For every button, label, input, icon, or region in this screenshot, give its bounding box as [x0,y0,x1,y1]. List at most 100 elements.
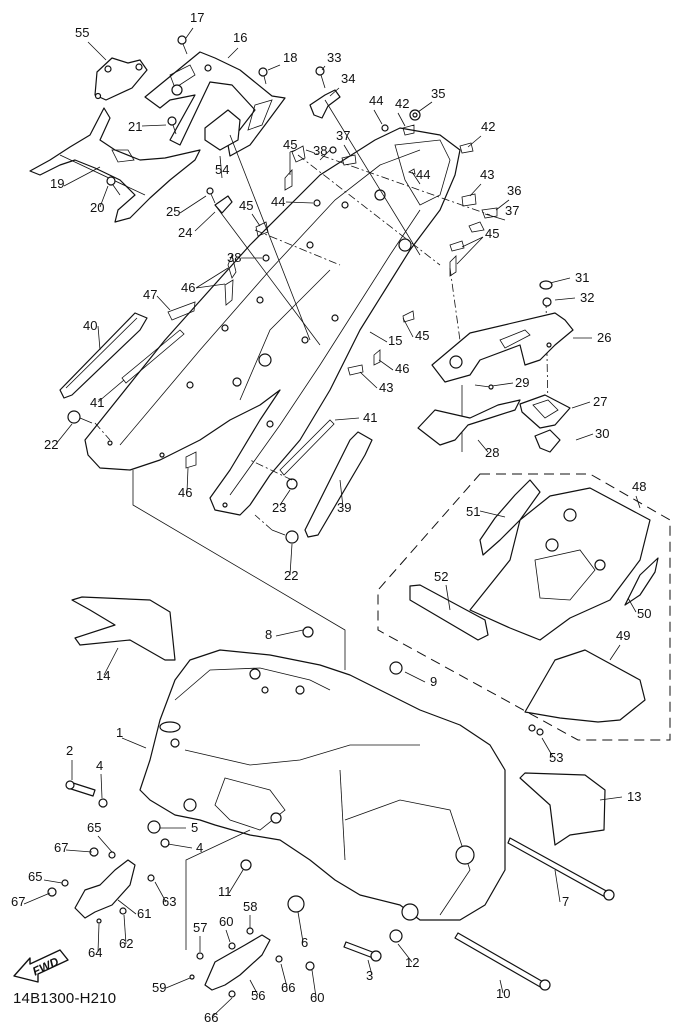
part-55-bracket [94,57,148,101]
callout-41: 41 [90,395,104,410]
part-49-cover [524,649,646,723]
callout-44: 44 [416,167,430,182]
callout-62: 62 [119,936,133,951]
engine-mount-bolts [65,626,615,991]
callout-67: 67 [54,840,68,855]
callout-50: 50 [637,606,651,621]
callout-39: 39 [337,500,351,515]
callout-49: 49 [616,628,630,643]
part-22-bolt-left [67,410,93,424]
callout-45: 45 [415,328,429,343]
callout-2: 2 [66,743,73,758]
callout-55: 55 [75,25,89,40]
callout-43: 43 [379,380,393,395]
part-40-cover [59,312,148,399]
callout-44: 44 [369,93,383,108]
leader-lines-bottom [23,629,623,1018]
callout-42: 42 [395,96,409,111]
part-35-grommet [409,109,421,121]
callout-10: 10 [496,986,510,1001]
part-32-nut [542,297,552,307]
callout-61: 61 [137,906,151,921]
part-53-screw [528,724,544,736]
leader-lines-box [445,495,641,758]
callout-59: 59 [152,980,166,995]
callout-13: 13 [627,789,641,804]
callout-21: 21 [128,119,142,134]
part-1-main-frame [139,649,506,921]
callout-57: 57 [193,920,207,935]
callout-38: 38 [313,143,327,158]
callout-51: 51 [466,504,480,519]
part-18-bolt [258,67,268,85]
callout-46: 46 [178,485,192,500]
callout-32: 32 [580,290,594,305]
part-51-pad [479,479,541,556]
small-hardware [47,847,315,998]
callout-66: 66 [204,1010,218,1025]
part-56-bracket [204,934,271,991]
part-30-clip [534,429,561,453]
callout-20: 20 [90,200,104,215]
callout-67: 67 [11,894,25,909]
callout-33: 33 [327,50,341,65]
callout-60: 60 [219,914,233,929]
callout-29: 29 [515,375,529,390]
part-34-plate [309,89,341,119]
part-13-guard [519,772,606,846]
callout-46: 46 [181,280,195,295]
callout-38: 38 [227,250,241,265]
callout-40: 40 [83,318,97,333]
leader-lines-top [55,27,594,576]
callout-28: 28 [485,445,499,460]
callout-47: 47 [143,287,157,302]
callout-22: 22 [284,568,298,583]
callout-45: 45 [283,137,297,152]
callout-34: 34 [341,71,355,86]
callout-35: 35 [431,86,445,101]
callout-16: 16 [233,30,247,45]
assembly-48-box [377,473,671,741]
callout-66: 66 [281,980,295,995]
part-48-cover [469,487,651,641]
part-22-bolt-right [271,529,299,544]
callout-41: 41 [363,410,377,425]
callout-65: 65 [87,820,101,835]
callout-43: 43 [480,167,494,182]
part-20-bolt [106,176,121,196]
callout-12: 12 [405,955,419,970]
callout-52: 52 [434,569,448,584]
callout-15: 15 [388,333,402,348]
callout-36: 36 [507,183,521,198]
callout-19: 19 [50,176,64,191]
callout-46: 46 [395,361,409,376]
callout-4: 4 [196,840,203,855]
diagram-code: 14B1300-H210 [13,990,117,1007]
part-31-bolt [539,280,553,290]
part-33-bolt [315,66,326,89]
callout-37: 37 [336,128,350,143]
callout-64: 64 [88,945,102,960]
fwd-label: FWD [30,954,61,978]
callout-54: 54 [215,162,229,177]
part-28-grip [417,399,521,446]
part-50-strip [624,557,659,606]
callout-63: 63 [162,894,176,909]
callout-3: 3 [366,968,373,983]
callout-22: 22 [44,437,58,452]
callout-6: 6 [301,935,308,950]
part-54-bracket [204,109,241,151]
callout-25: 25 [166,204,180,219]
callout-60: 60 [310,990,324,1005]
callout-48: 48 [632,479,646,494]
callout-1: 1 [116,725,123,740]
fwd-arrow-icon: FWD [13,949,69,983]
callout-31: 31 [575,270,589,285]
callout-24: 24 [178,225,192,240]
callout-18: 18 [283,50,297,65]
callout-11: 11 [218,884,232,899]
callout-37: 37 [505,203,519,218]
part-17-bolt [177,35,188,55]
part-24-clamp [214,195,233,214]
